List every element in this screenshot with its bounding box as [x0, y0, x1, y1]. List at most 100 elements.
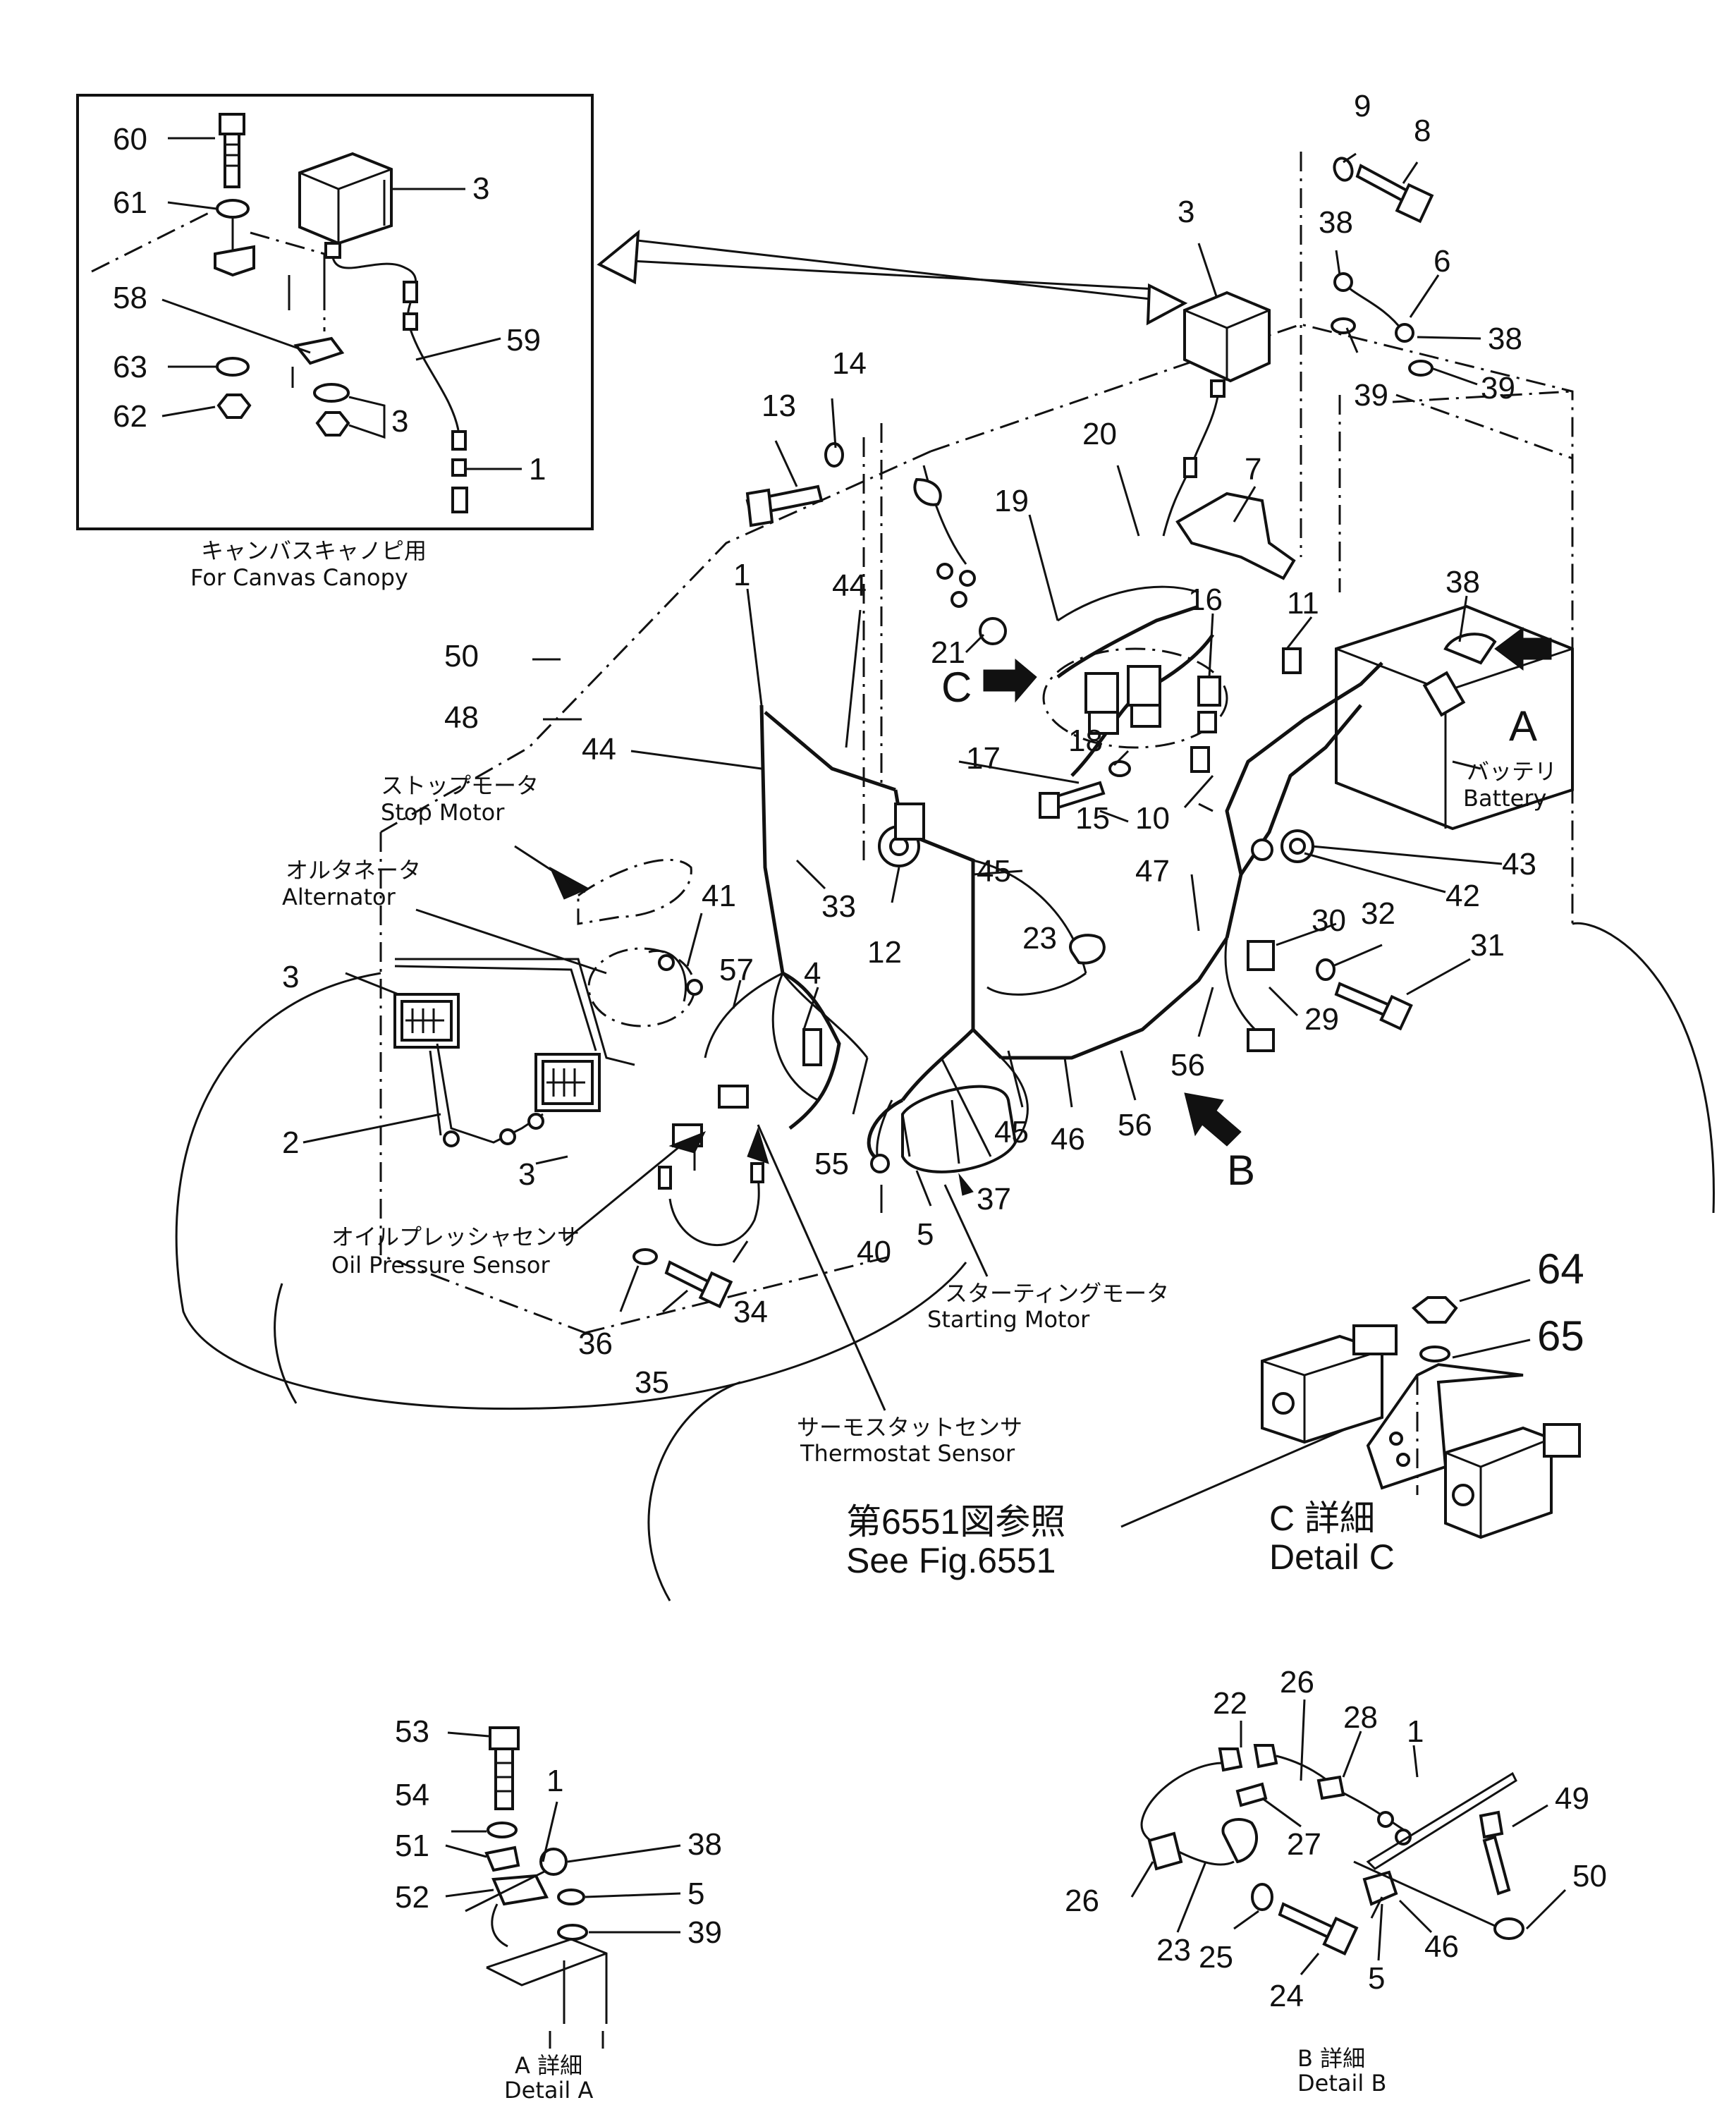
detail-a-part-38: 38	[687, 1827, 722, 1862]
oil-pressure-label-en: Oil Pressure Sensor	[331, 1252, 550, 1279]
part-35: 35	[635, 1365, 669, 1400]
main-labels: 9 8 3 38 6 38 39 39 14 13 20 19 7 1 44 3…	[282, 89, 1557, 1580]
see-fig-en: See Fig.6551	[846, 1541, 1056, 1580]
detail-b-part-49: 49	[1555, 1781, 1589, 1816]
part-20: 20	[1082, 417, 1117, 451]
part-31: 31	[1470, 928, 1505, 963]
part-38-a: 38	[1319, 205, 1353, 240]
inset-caption-jp: キャンバスキャノピ用	[201, 537, 427, 564]
detail-a-part-5: 5	[687, 1877, 704, 1911]
see-fig-jp: 第6551図参照	[846, 1502, 1065, 1542]
detail-b-part-1: 1	[1407, 1714, 1424, 1749]
part-1: 1	[733, 558, 750, 592]
detail-b-part-27: 27	[1287, 1827, 1321, 1862]
part-18: 18	[1068, 724, 1103, 758]
part-56-a: 56	[1170, 1048, 1205, 1082]
part-43: 43	[1502, 847, 1536, 881]
part-45-a: 45	[977, 854, 1011, 889]
callout-B: B	[1227, 1147, 1255, 1194]
callout-A: A	[1509, 702, 1537, 750]
arrow-A	[1494, 627, 1552, 671]
detail-a-part-1: 1	[546, 1764, 563, 1798]
thermostat-label-en: Thermostat Sensor	[800, 1440, 1015, 1467]
part-17: 17	[966, 741, 1001, 776]
detail-a-part-52: 52	[395, 1880, 429, 1915]
part-39-a: 39	[1354, 378, 1388, 413]
part-12: 12	[867, 935, 902, 970]
detail-c-caption-en: Detail C	[1269, 1537, 1395, 1577]
inset-frame	[76, 94, 594, 530]
part-36: 36	[578, 1326, 613, 1361]
part-57: 57	[719, 953, 754, 987]
part-34: 34	[733, 1295, 768, 1329]
alternator-label-jp: オルタネータ	[286, 857, 421, 884]
detail-c-part-65: 65	[1537, 1312, 1584, 1360]
inset-caption-en: For Canvas Canopy	[190, 564, 408, 591]
part-45-b: 45	[994, 1115, 1029, 1149]
detail-c-caption-jp: C 詳細	[1269, 1499, 1375, 1538]
front-lamp-right	[534, 1053, 601, 1112]
part-8: 8	[1414, 114, 1431, 148]
part-9: 9	[1354, 89, 1371, 123]
part-5: 5	[917, 1217, 934, 1252]
front-lamp-left	[393, 993, 460, 1049]
reference-double-arrow	[597, 229, 1188, 326]
part-2: 2	[282, 1125, 299, 1160]
detail-b: 22 26 28 1 49 27 50 26 23 25 24 5 46 B 詳…	[1065, 1665, 1607, 2097]
part-15: 15	[1075, 801, 1110, 836]
part-10: 10	[1135, 801, 1170, 836]
stop-motor-label-jp: ストップモータ	[381, 772, 539, 799]
detail-c-part-64: 64	[1537, 1245, 1584, 1293]
part-48: 48	[444, 700, 479, 735]
part-39-b: 39	[1481, 371, 1515, 405]
detail-b-part-24: 24	[1269, 1979, 1304, 2013]
part-32: 32	[1361, 896, 1395, 931]
part-3-top: 3	[1178, 195, 1194, 229]
detail-b-part-46: 46	[1424, 1929, 1459, 1964]
part-11: 11	[1287, 586, 1319, 621]
callout-C: C	[941, 664, 972, 711]
inset-part-1: 1	[529, 452, 546, 487]
part-47: 47	[1135, 854, 1170, 889]
detail-b-part-22: 22	[1213, 1686, 1247, 1721]
part-37: 37	[977, 1182, 1011, 1216]
detail-a-caption-jp: A 詳細	[515, 2052, 582, 2079]
part-40: 40	[857, 1235, 891, 1269]
battery-label-jp: バッテリ	[1467, 758, 1557, 785]
part-44-a: 44	[832, 568, 867, 603]
part-38-c: 38	[1445, 565, 1480, 599]
part-4: 4	[804, 956, 821, 991]
inset-part-3: 3	[472, 171, 489, 206]
detail-a-caption-en: Detail A	[504, 2077, 593, 2104]
alternator-label-en: Alternator	[282, 884, 396, 910]
detail-a-part-51: 51	[395, 1829, 429, 1863]
part-13: 13	[762, 389, 796, 423]
inset-part-58: 58	[113, 281, 147, 315]
detail-a-part-53: 53	[395, 1714, 429, 1749]
oil-pressure-label-jp: オイルプレッシャセンサ	[331, 1224, 580, 1250]
part-19: 19	[994, 484, 1029, 518]
part-7: 7	[1245, 452, 1261, 487]
detail-a-part-54: 54	[395, 1778, 429, 1812]
part-38-b: 38	[1488, 322, 1522, 356]
part-55: 55	[814, 1147, 849, 1181]
detail-b-part-26-left: 26	[1065, 1884, 1099, 1918]
part-33: 33	[821, 889, 856, 924]
part-41: 41	[702, 879, 736, 913]
part-14: 14	[832, 346, 867, 381]
inset-part-62: 62	[113, 399, 147, 434]
arrow-C	[983, 658, 1037, 703]
main-assembly	[175, 152, 1715, 1601]
detail-b-part-25: 25	[1199, 1940, 1233, 1975]
part-3-front-right: 3	[518, 1157, 535, 1192]
part-42: 42	[1445, 879, 1480, 913]
detail-b-part-5: 5	[1368, 1961, 1385, 1996]
detail-b-caption-jp: B 詳細	[1297, 2045, 1365, 2072]
arrow-B	[1184, 1092, 1242, 1147]
detail-b-part-23: 23	[1156, 1933, 1191, 1967]
part-30: 30	[1312, 903, 1346, 938]
part-50: 50	[444, 639, 479, 673]
part-16: 16	[1188, 582, 1223, 617]
detail-b-part-26-top: 26	[1280, 1665, 1314, 1700]
